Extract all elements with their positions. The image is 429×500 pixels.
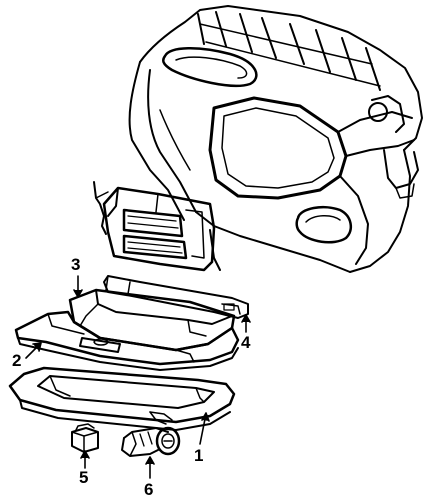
callout-2: 2	[12, 351, 22, 370]
reinforcement-bracket	[103, 275, 249, 319]
callout-5: 5	[79, 468, 89, 487]
lower-storage-tray	[8, 366, 236, 431]
lock-cylinder	[121, 426, 181, 457]
glove-box-door	[14, 310, 240, 371]
callout-4: 4	[241, 333, 251, 352]
arrowhead-3	[73, 289, 83, 298]
instrument-panel	[93, 5, 423, 273]
center-vent-housing	[102, 186, 216, 272]
callout-1: 1	[194, 446, 204, 465]
arrowhead-2	[32, 342, 42, 352]
arrowhead-5	[80, 450, 90, 459]
callout-3: 3	[71, 255, 81, 274]
leader-lines	[25, 275, 251, 479]
callout-6: 6	[144, 480, 154, 499]
arrowhead-4	[241, 314, 251, 323]
retaining-clip	[71, 423, 99, 453]
arrowhead-6	[145, 456, 155, 465]
arrowhead-1	[201, 412, 210, 422]
